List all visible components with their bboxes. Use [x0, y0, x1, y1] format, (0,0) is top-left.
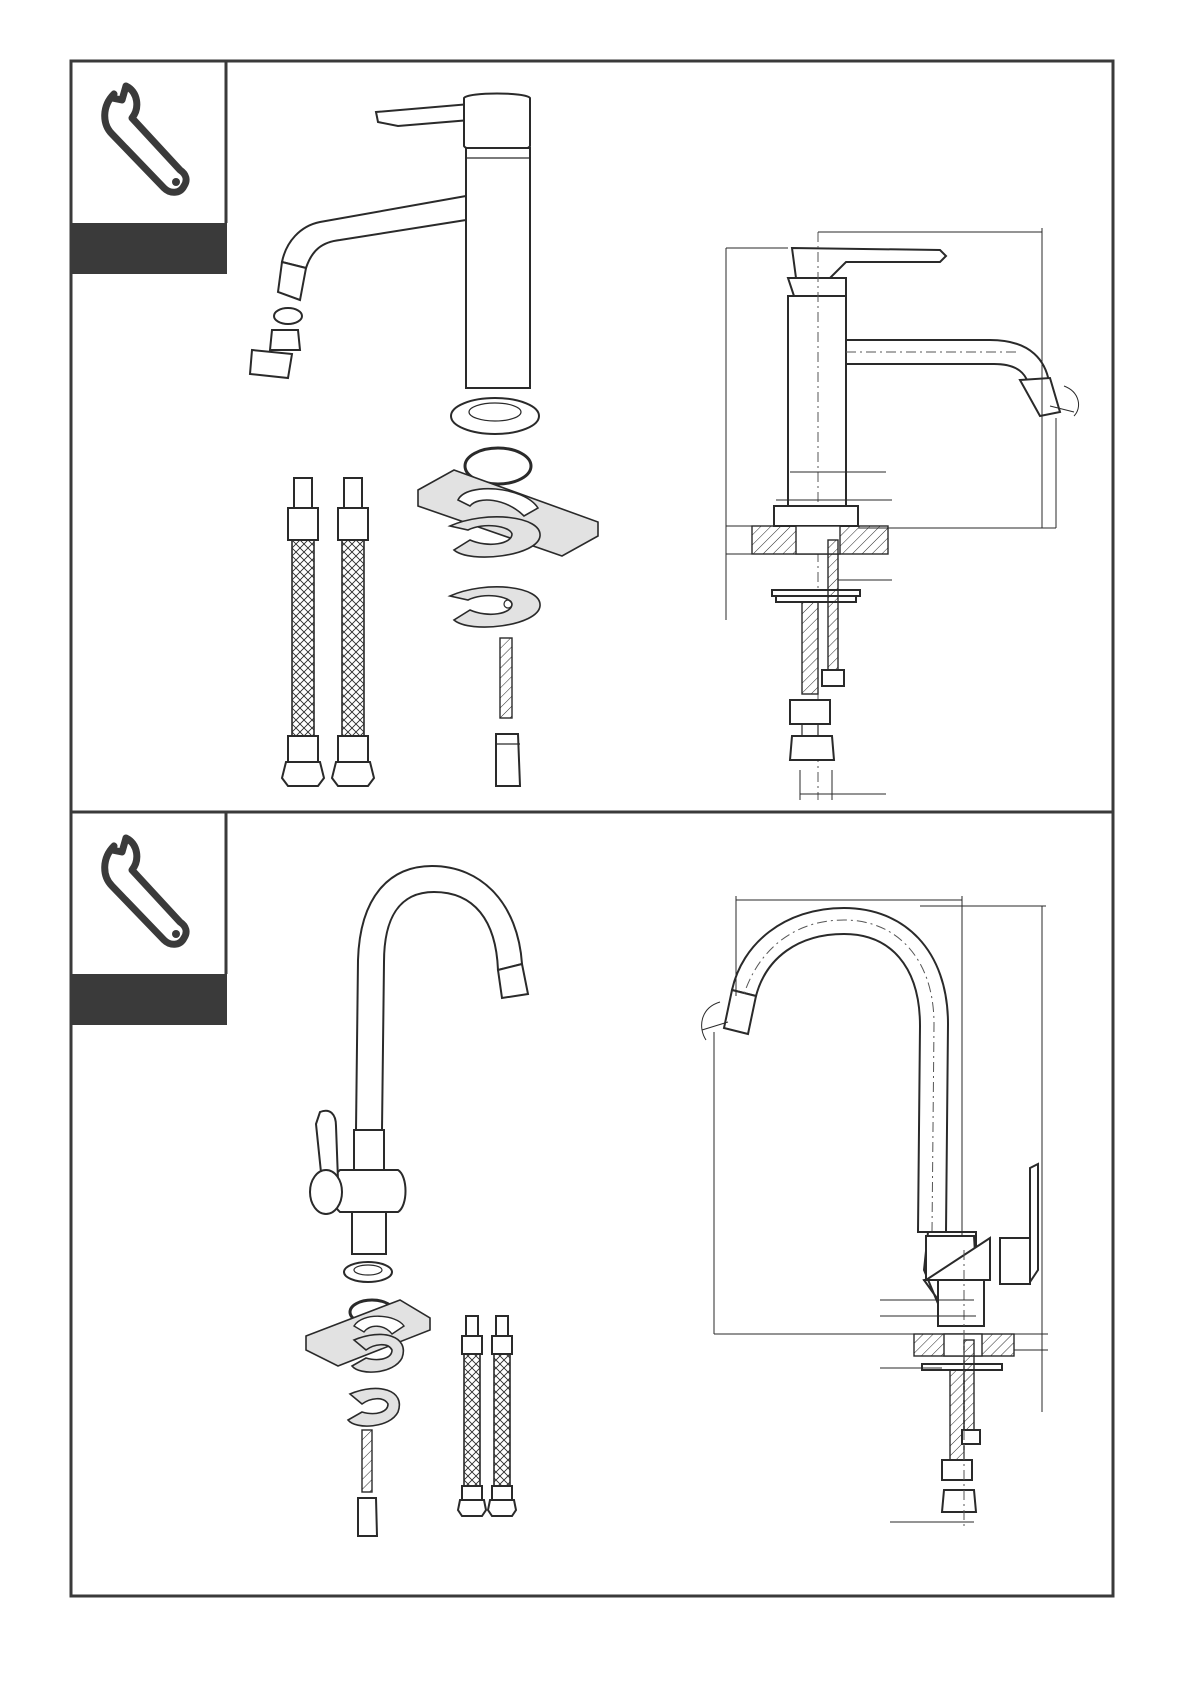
valve-body: [333, 1170, 406, 1212]
horseshoe-washer-2: [450, 587, 540, 627]
wrench-icon: [105, 86, 186, 192]
horseshoe-washer-1: [450, 517, 540, 557]
flexible-hose-2: [488, 1316, 516, 1516]
flexible-hose-1: [282, 478, 324, 786]
countertop-section: [306, 1300, 430, 1366]
lever-handle: [376, 104, 478, 126]
exploded-parts-view: [250, 94, 598, 787]
threaded-rod: [500, 638, 512, 718]
spout: [282, 196, 466, 268]
mixer-body: [466, 148, 530, 388]
tool-badge: [71, 61, 227, 274]
aerator-washer: [274, 308, 302, 324]
panel-basin-mixer: [71, 61, 1079, 800]
exploded-parts-view: [306, 866, 528, 1536]
mixer-shank: [352, 1212, 386, 1254]
side-gooseneck: [732, 908, 948, 1232]
spout-tip: [278, 262, 306, 300]
tool-badge: [71, 812, 227, 1025]
aerator-housing: [250, 350, 292, 378]
hex-sleeve: [358, 1498, 377, 1536]
hex-sleeve: [496, 734, 520, 786]
side-handle: [1030, 1164, 1038, 1282]
horseshoe-washer-2: [348, 1388, 399, 1426]
gooseneck-spout: [356, 866, 522, 1130]
aerator-insert: [270, 330, 300, 350]
dimension-drawing: [702, 896, 1048, 1530]
dimension-drawing: [726, 228, 1079, 800]
side-spout: [846, 340, 1050, 392]
panel-kitchen-mixer: [71, 812, 1048, 1536]
flexible-hose-2: [332, 478, 374, 786]
spout-tip: [498, 964, 528, 998]
tool-badge-bar: [71, 223, 227, 274]
side-lever: [792, 248, 946, 278]
tool-badge-bar: [71, 974, 227, 1025]
cartridge-cap: [464, 94, 530, 153]
wrench-icon: [105, 838, 186, 944]
flexible-hose-1: [458, 1316, 486, 1516]
side-body: [788, 296, 846, 522]
threaded-rod: [362, 1430, 372, 1492]
